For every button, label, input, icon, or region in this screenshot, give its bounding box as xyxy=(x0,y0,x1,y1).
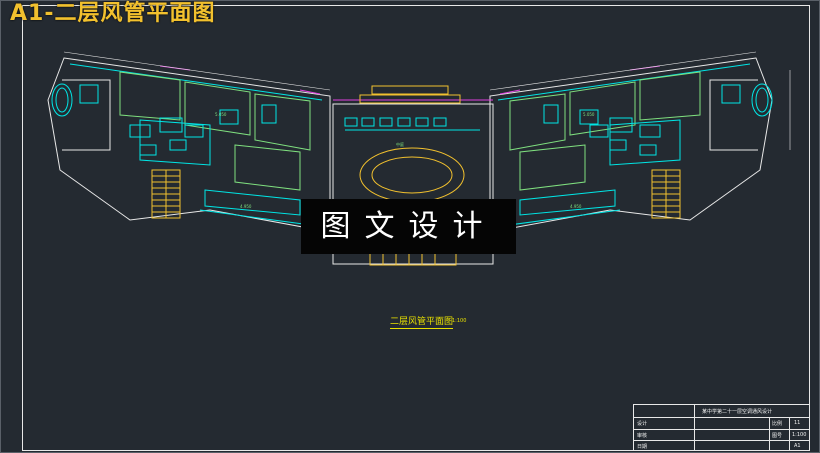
right-duct-cluster xyxy=(543,84,741,156)
title-block-label: 图号 xyxy=(772,433,783,439)
left-round-stair xyxy=(51,83,73,117)
title-block-value: 11 xyxy=(794,420,801,426)
elevation-mark: 5.050 xyxy=(215,112,227,117)
title-block-value: A1 xyxy=(794,443,801,449)
title-block-label: 审核 xyxy=(637,433,648,439)
drawing-title: A1-二层风管平面图 xyxy=(10,1,216,26)
title-block-project: 某中学第二十一层空调通风设计 xyxy=(702,409,773,415)
title-block-value: 1:100 xyxy=(792,432,807,438)
left-duct-cluster xyxy=(79,84,277,156)
dimension-lines xyxy=(63,51,791,150)
title-block-label: 日期 xyxy=(637,444,648,450)
elevation-mark: 4.950 xyxy=(240,204,252,209)
left-stairs xyxy=(151,169,181,219)
title-block-label: 设计 xyxy=(637,421,648,427)
watermark: 图文设计 xyxy=(301,199,516,254)
title-block: 某中学第二十一层空调通风设计 设计 审核 日期 比例 图号 11 1:100 A… xyxy=(633,404,810,451)
left-wing xyxy=(47,57,331,233)
hall-label: 中庭 xyxy=(396,142,404,147)
plan-scale: 1:100 xyxy=(452,318,467,324)
drawing-sheet-border xyxy=(22,5,810,451)
elevation-mark: 5.050 xyxy=(583,112,595,117)
right-round-stair xyxy=(751,83,773,117)
central-hall xyxy=(332,85,494,266)
right-stairs xyxy=(651,169,681,219)
elevation-mark: 4.950 xyxy=(570,204,582,209)
title-block-label: 比例 xyxy=(772,421,783,427)
right-wing xyxy=(489,57,773,233)
plan-caption: 二层风管平面图 xyxy=(390,314,454,329)
